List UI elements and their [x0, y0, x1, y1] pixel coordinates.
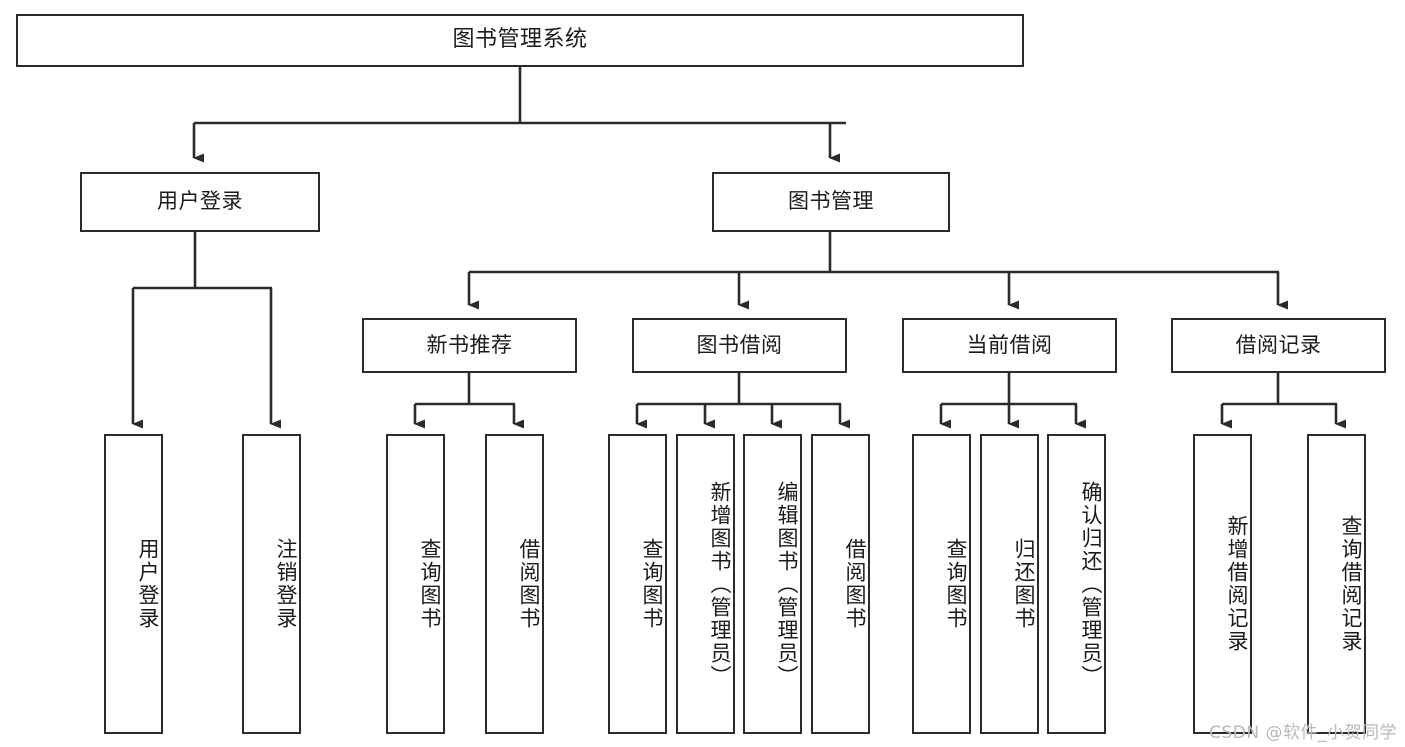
node-leaf-query-book-3[interactable]: 查询图书	[912, 434, 971, 734]
node-leaf-confirm-return[interactable]: 确认归还（管理员）	[1047, 434, 1106, 734]
node-label: 新增借阅记录	[1225, 515, 1249, 653]
node-label: 借阅图书	[517, 538, 541, 630]
node-current-borrow[interactable]: 当前借阅	[902, 318, 1117, 373]
node-label: 图书借阅	[696, 332, 783, 357]
node-leaf-edit-book[interactable]: 编辑图书（管理员）	[743, 434, 802, 734]
node-label: 用户登录	[136, 538, 160, 630]
node-leaf-borrow-book-2[interactable]: 借阅图书	[811, 434, 870, 734]
node-leaf-borrow-book-1[interactable]: 借阅图书	[485, 434, 544, 734]
node-label: 图书管理系统	[452, 27, 588, 53]
node-label: 注销登录	[274, 538, 298, 630]
node-root-book-management-system[interactable]: 图书管理系统	[16, 14, 1024, 67]
node-label: 新书推荐	[426, 332, 513, 357]
node-label: 图书管理	[788, 189, 874, 214]
node-leaf-user-login[interactable]: 用户登录	[104, 434, 163, 734]
csdn-watermark: CSDN @软件_小贺同学	[1209, 723, 1397, 743]
node-label: 编辑图书（管理员）	[775, 480, 799, 688]
node-borrow-record[interactable]: 借阅记录	[1171, 318, 1386, 373]
node-label: 借阅图书	[843, 538, 867, 630]
node-book-borrow[interactable]: 图书借阅	[632, 318, 847, 373]
node-book-manage[interactable]: 图书管理	[712, 172, 950, 232]
node-label: 当前借阅	[966, 332, 1053, 357]
node-label: 借阅记录	[1235, 332, 1322, 357]
node-label: 确认归还（管理员）	[1079, 480, 1103, 688]
node-leaf-query-book-1[interactable]: 查询图书	[386, 434, 445, 734]
node-leaf-logout-login[interactable]: 注销登录	[242, 434, 301, 734]
node-label: 新增图书（管理员）	[708, 480, 732, 688]
node-leaf-add-book[interactable]: 新增图书（管理员）	[676, 434, 735, 734]
node-label: 用户登录	[157, 189, 243, 214]
node-user-login[interactable]: 用户登录	[80, 172, 320, 232]
node-leaf-query-book-2[interactable]: 查询图书	[608, 434, 667, 734]
node-leaf-add-borrow-record[interactable]: 新增借阅记录	[1193, 434, 1252, 734]
node-label: 归还图书	[1012, 538, 1036, 630]
node-new-book-recommend[interactable]: 新书推荐	[362, 318, 577, 373]
node-leaf-query-borrow-record[interactable]: 查询借阅记录	[1307, 434, 1366, 734]
node-leaf-return-book[interactable]: 归还图书	[980, 434, 1039, 734]
node-label: 查询图书	[418, 538, 442, 630]
node-label: 查询借阅记录	[1339, 515, 1363, 653]
node-label: 查询图书	[640, 538, 664, 630]
node-label: 查询图书	[944, 538, 968, 630]
